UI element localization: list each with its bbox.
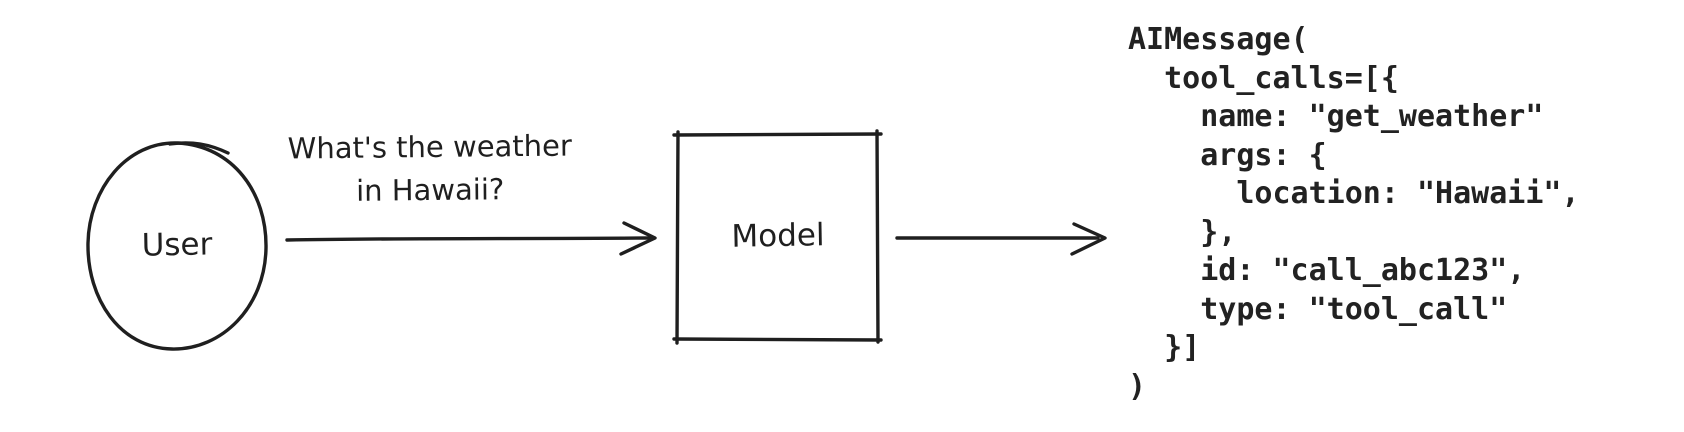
model-node-label: Model [731, 217, 825, 255]
aimessage-code-output: AIMessage( tool_calls=[{ name: "get_weat… [1128, 22, 1580, 404]
user-to-model-arrow-icon [285, 221, 657, 256]
user-node-label: User [141, 226, 213, 264]
model-box-shape [672, 129, 883, 345]
user-circle-shape [86, 141, 268, 351]
model-to-output-arrow-icon [895, 222, 1107, 256]
user-to-model-arrow-label: What's the weather in Hawaii? [287, 128, 573, 208]
